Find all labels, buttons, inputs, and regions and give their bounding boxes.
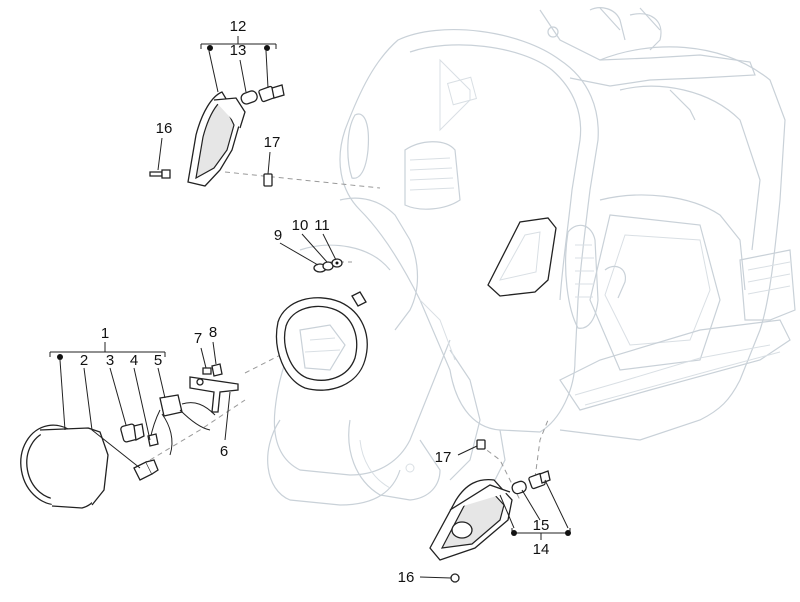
small-fasteners-9-10-11	[313, 258, 343, 273]
callout-16-top: 16	[156, 120, 173, 137]
rear-light-recess	[487, 217, 557, 297]
callout-14: 14	[533, 541, 550, 558]
callout-leaders	[49, 36, 571, 579]
front-left-turn-signal	[149, 84, 285, 187]
scooter-body-outline	[267, 7, 796, 506]
callout-1: 1	[101, 325, 109, 342]
callout-17-top: 17	[264, 134, 281, 151]
headlight-assembly	[20, 363, 239, 509]
callout-7: 7	[194, 330, 202, 347]
callout-5: 5	[154, 352, 162, 369]
headlight-housing	[275, 291, 368, 391]
callout-15: 15	[533, 517, 550, 534]
callout-6: 6	[220, 443, 228, 460]
callout-16-bottom: 16	[398, 569, 415, 586]
callout-12: 12	[230, 18, 247, 35]
callout-10: 10	[292, 217, 309, 234]
callout-9: 9	[274, 227, 282, 244]
callout-8: 8	[209, 324, 217, 341]
callout-13: 13	[230, 42, 247, 59]
front-right-turn-signal	[429, 439, 551, 583]
callout-2: 2	[80, 352, 88, 369]
callout-labels: 12 13 16 17 9 10 11 1 2 3 4 5 7 8 6 17 1…	[80, 18, 550, 586]
callout-11: 11	[314, 217, 330, 234]
callout-4: 4	[130, 352, 138, 369]
callout-17-bottom: 17	[435, 449, 452, 466]
callout-3: 3	[106, 352, 114, 369]
